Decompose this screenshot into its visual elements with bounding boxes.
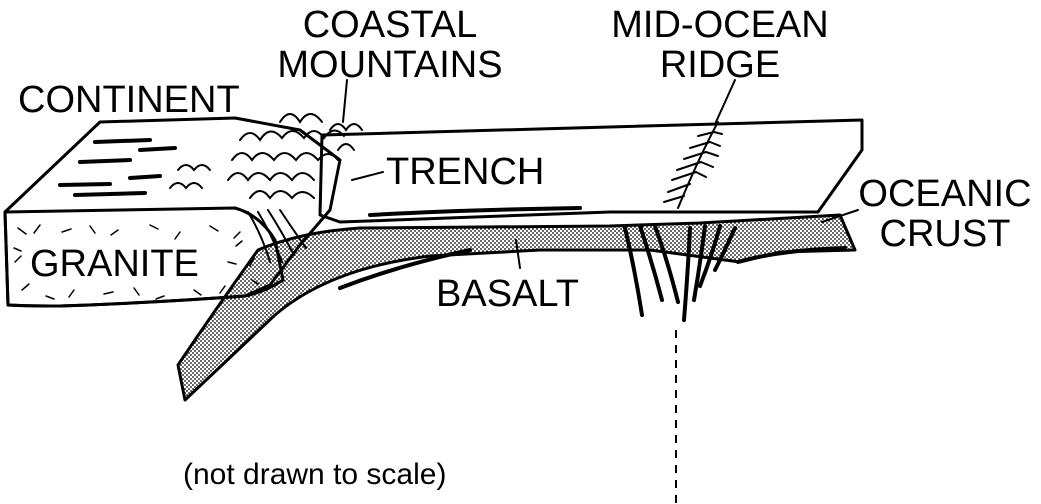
label-ridge-line2: RIDGE bbox=[660, 44, 780, 86]
label-ridge-line1: MID-OCEAN bbox=[611, 4, 828, 46]
label-coastal-line1: COASTAL bbox=[303, 4, 478, 46]
ridge-cracks bbox=[623, 224, 737, 322]
label-continent: CONTINENT bbox=[18, 79, 240, 121]
scale-note: (not drawn to scale) bbox=[183, 458, 446, 491]
mountain-bumps bbox=[169, 113, 363, 200]
continent-surface-marks bbox=[58, 138, 177, 197]
label-oceanic-line2: CRUST bbox=[880, 213, 1011, 255]
granite-texture bbox=[13, 224, 259, 300]
label-granite: GRANITE bbox=[30, 243, 199, 285]
label-oceanic-line1: OCEANIC bbox=[858, 173, 1031, 215]
slab-shading-right bbox=[736, 246, 847, 264]
ridge-surface bbox=[663, 121, 723, 209]
basalt-slab bbox=[176, 213, 857, 402]
label-coastal-line2: MOUNTAINS bbox=[277, 44, 502, 86]
label-basalt: BASALT bbox=[436, 273, 579, 315]
leader-lines bbox=[342, 79, 859, 269]
trench-floor-line bbox=[368, 206, 582, 217]
compression-folds bbox=[247, 209, 307, 263]
label-trench: TRENCH bbox=[386, 151, 544, 193]
slab-shading bbox=[338, 248, 472, 290]
